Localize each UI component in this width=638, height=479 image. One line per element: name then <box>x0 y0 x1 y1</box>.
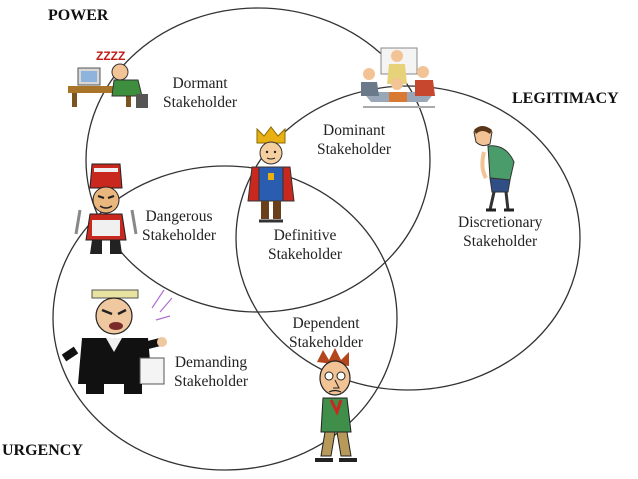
discretionary-label: Discretionary Stakeholder <box>458 214 543 250</box>
office-meeting-icon <box>361 47 435 108</box>
tired-man-icon <box>473 126 515 212</box>
angry-man-icon <box>61 289 173 394</box>
dormant-label: Dormant Stakeholder <box>163 75 238 111</box>
urgency-title: URGENCY <box>2 442 83 459</box>
legitimacy-circle <box>235 85 581 391</box>
sleeping-person-icon: ZZZZ <box>68 49 148 108</box>
dominant-label: Dominant Stakeholder <box>317 122 392 158</box>
king-icon <box>247 126 295 223</box>
demanding-label: Demanding Stakeholder <box>174 354 249 390</box>
legitimacy-title: LEGITIMACY <box>512 90 619 107</box>
dangerous-label: Dangerous Stakeholder <box>142 208 217 244</box>
worried-man-icon <box>315 348 357 462</box>
armed-warrior-icon <box>74 163 138 254</box>
definitive-label: Definitive Stakeholder <box>268 227 343 263</box>
dependent-label: Dependent Stakeholder <box>289 315 364 351</box>
power-title: POWER <box>48 7 109 24</box>
svg-text:ZZZZ: ZZZZ <box>96 49 125 63</box>
urgency-circle <box>52 165 398 471</box>
